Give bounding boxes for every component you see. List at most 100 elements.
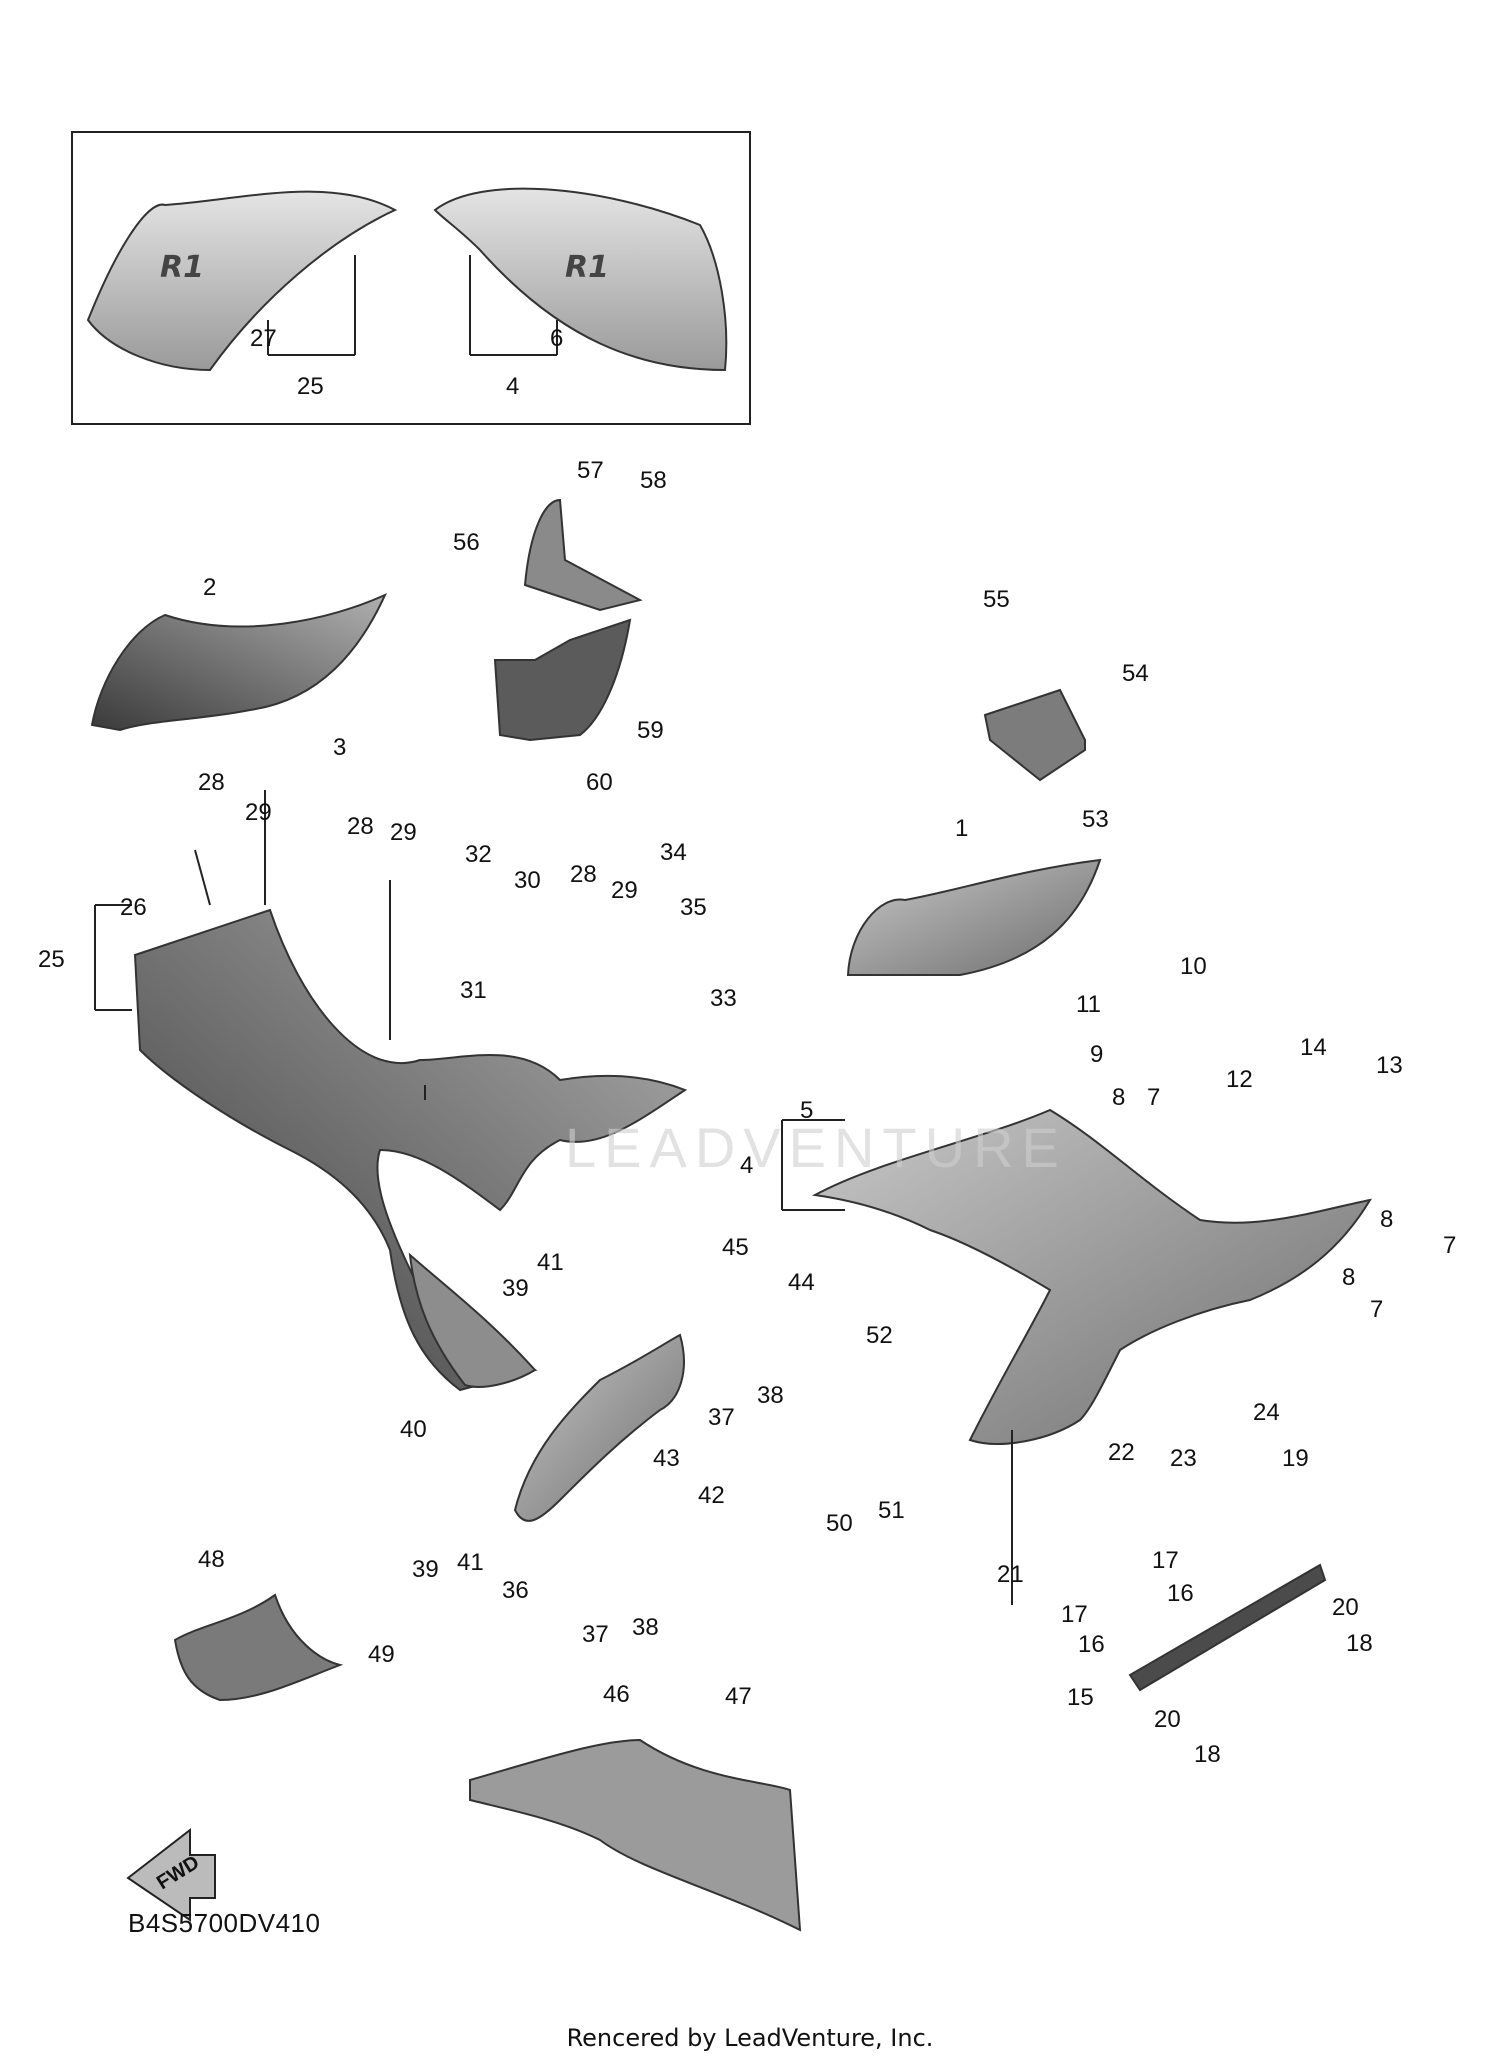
- label-41-b: 41: [457, 1549, 484, 1576]
- label-23: 23: [1170, 1445, 1197, 1472]
- label-28-b: 28: [347, 813, 374, 840]
- decal-right: [433, 187, 728, 372]
- label-25-inset: 25: [297, 373, 324, 400]
- label-44: 44: [788, 1269, 815, 1296]
- label-21: 21: [997, 1561, 1024, 1588]
- part-53-plate: [983, 688, 1086, 782]
- part-56-bracket: [523, 498, 643, 612]
- label-20-b: 20: [1154, 1706, 1181, 1733]
- label-30: 30: [514, 867, 541, 894]
- decal-right-logo: R1: [565, 250, 609, 285]
- label-47: 47: [725, 1683, 752, 1710]
- label-41-a: 41: [537, 1249, 564, 1276]
- label-34: 34: [660, 839, 687, 866]
- inset-box: [71, 131, 751, 425]
- label-54: 54: [1122, 660, 1149, 687]
- label-57: 57: [577, 457, 604, 484]
- label-27: 27: [250, 325, 277, 352]
- label-38-b: 38: [632, 1614, 659, 1641]
- label-59: 59: [637, 717, 664, 744]
- label-1: 1: [955, 815, 968, 842]
- label-37-b: 37: [582, 1621, 609, 1648]
- label-49: 49: [368, 1641, 395, 1668]
- part-25-left-fairing: [133, 908, 688, 1392]
- label-13: 13: [1376, 1052, 1403, 1079]
- label-7-a: 7: [1147, 1084, 1160, 1111]
- label-3: 3: [333, 734, 346, 761]
- label-58: 58: [640, 467, 667, 494]
- part-15-lower-strip: [1128, 1563, 1327, 1692]
- label-8-b: 8: [1380, 1206, 1393, 1233]
- part-4-right-fairing: [811, 1108, 1373, 1445]
- part-59-duct: [493, 618, 632, 742]
- label-50: 50: [826, 1510, 853, 1537]
- decal-left-logo: R1: [160, 250, 204, 285]
- label-8-a: 8: [1112, 1084, 1125, 1111]
- label-20-a: 20: [1332, 1594, 1359, 1621]
- label-10: 10: [1180, 953, 1207, 980]
- label-48: 48: [198, 1546, 225, 1573]
- label-4-inset: 4: [506, 373, 519, 400]
- label-26: 26: [120, 894, 147, 921]
- label-28-a: 28: [198, 769, 225, 796]
- label-22: 22: [1108, 1439, 1135, 1466]
- label-37-a: 37: [708, 1404, 735, 1431]
- label-6: 6: [550, 325, 563, 352]
- leader-lines: [94, 255, 1013, 1605]
- label-38-a: 38: [757, 1382, 784, 1409]
- label-32: 32: [465, 841, 492, 868]
- label-19: 19: [1282, 1445, 1309, 1472]
- label-40: 40: [400, 1416, 427, 1443]
- label-18-b: 18: [1194, 1741, 1221, 1768]
- label-29-b: 29: [390, 819, 417, 846]
- label-9: 9: [1090, 1041, 1103, 1068]
- label-53: 53: [1082, 806, 1109, 833]
- label-52: 52: [866, 1322, 893, 1349]
- part-36-side-panel: [513, 1333, 685, 1522]
- label-17-b: 17: [1061, 1601, 1088, 1628]
- label-60: 60: [586, 769, 613, 796]
- label-29-c: 29: [611, 877, 638, 904]
- label-29-a: 29: [245, 799, 272, 826]
- label-7-b: 7: [1443, 1232, 1456, 1259]
- label-28-c: 28: [570, 861, 597, 888]
- label-18-a: 18: [1346, 1630, 1373, 1657]
- part-labels: 27 25 6 4 57 58 56 2 3 59 60 55 54 53 28…: [38, 325, 1456, 1768]
- label-11: 11: [1076, 991, 1101, 1018]
- part-46-lower-panel: [469, 1738, 802, 1932]
- part-25-lower-extension: [408, 1252, 537, 1388]
- footer-credit: Rencered by LeadVenture, Inc.: [566, 2024, 934, 2052]
- label-4: 4: [740, 1152, 753, 1179]
- label-46: 46: [603, 1681, 630, 1708]
- label-42: 42: [698, 1482, 725, 1509]
- label-33: 33: [710, 985, 737, 1012]
- label-51: 51: [878, 1497, 905, 1524]
- fwd-arrow-icon: [126, 1827, 216, 1922]
- label-43: 43: [653, 1445, 680, 1472]
- watermark: LEADVENTURE: [565, 1116, 1067, 1179]
- label-7-c: 7: [1370, 1296, 1383, 1323]
- label-35: 35: [680, 894, 707, 921]
- part-1-panel: [846, 858, 1102, 976]
- label-36: 36: [502, 1577, 529, 1604]
- label-5: 5: [800, 1097, 813, 1124]
- label-56: 56: [453, 529, 480, 556]
- decal-left: [86, 190, 398, 372]
- label-16-b: 16: [1078, 1631, 1105, 1658]
- label-55: 55: [983, 586, 1010, 613]
- label-8-c: 8: [1342, 1264, 1355, 1291]
- label-16-a: 16: [1167, 1580, 1194, 1607]
- label-39-a: 39: [502, 1275, 529, 1302]
- label-45: 45: [722, 1234, 749, 1261]
- label-31: 31: [460, 977, 487, 1004]
- label-2: 2: [203, 574, 216, 601]
- label-14: 14: [1300, 1034, 1327, 1061]
- diagram-code: B4S5700DV410: [128, 1908, 321, 1938]
- part-2-cowling: [90, 592, 388, 732]
- label-39-b: 39: [412, 1556, 439, 1583]
- label-15: 15: [1067, 1684, 1094, 1711]
- label-17-a: 17: [1152, 1547, 1179, 1574]
- part-48-bracket: [173, 1593, 344, 1702]
- label-24: 24: [1253, 1399, 1280, 1426]
